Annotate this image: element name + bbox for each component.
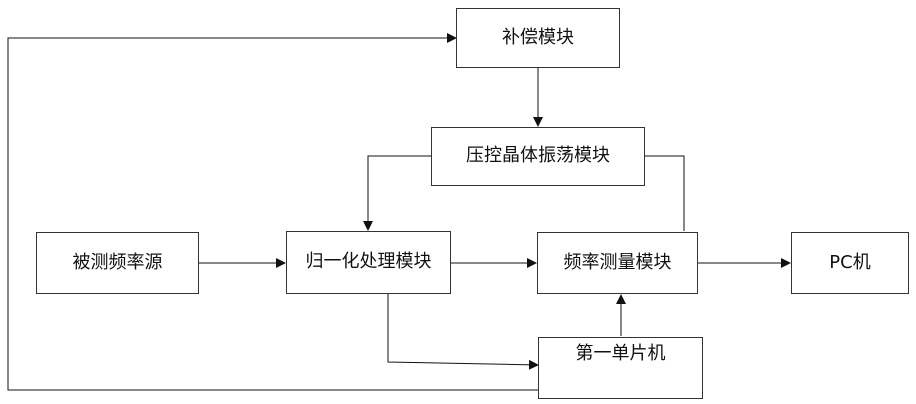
- edge-vcxo-to-freq-measure: [644, 156, 684, 231]
- frequency-measurement-module-label: 频率测量模块: [564, 251, 672, 275]
- measured-frequency-source-box: 被测频率源: [36, 232, 199, 294]
- edge-mcu-to-compensation: [8, 38, 538, 390]
- edge-vcxo-to-normalize: [368, 156, 431, 230]
- measured-frequency-source-label: 被测频率源: [73, 251, 163, 275]
- compensation-module-box: 补偿模块: [456, 8, 620, 68]
- frequency-measurement-module-box: 频率测量模块: [537, 232, 698, 294]
- edge-normalize-to-mcu: [388, 294, 538, 365]
- vcxo-module-box: 压控晶体振荡模块: [431, 127, 645, 186]
- pc-label: PC机: [829, 251, 870, 275]
- pc-box: PC机: [791, 232, 909, 294]
- first-mcu-box: 第一单片机: [538, 337, 703, 399]
- normalization-module-box: 归一化处理模块: [286, 231, 451, 294]
- normalization-module-label: 归一化处理模块: [306, 250, 432, 274]
- compensation-module-label: 补偿模块: [502, 26, 574, 50]
- vcxo-module-label: 压控晶体振荡模块: [466, 144, 610, 168]
- first-mcu-label: 第一单片机: [576, 342, 666, 366]
